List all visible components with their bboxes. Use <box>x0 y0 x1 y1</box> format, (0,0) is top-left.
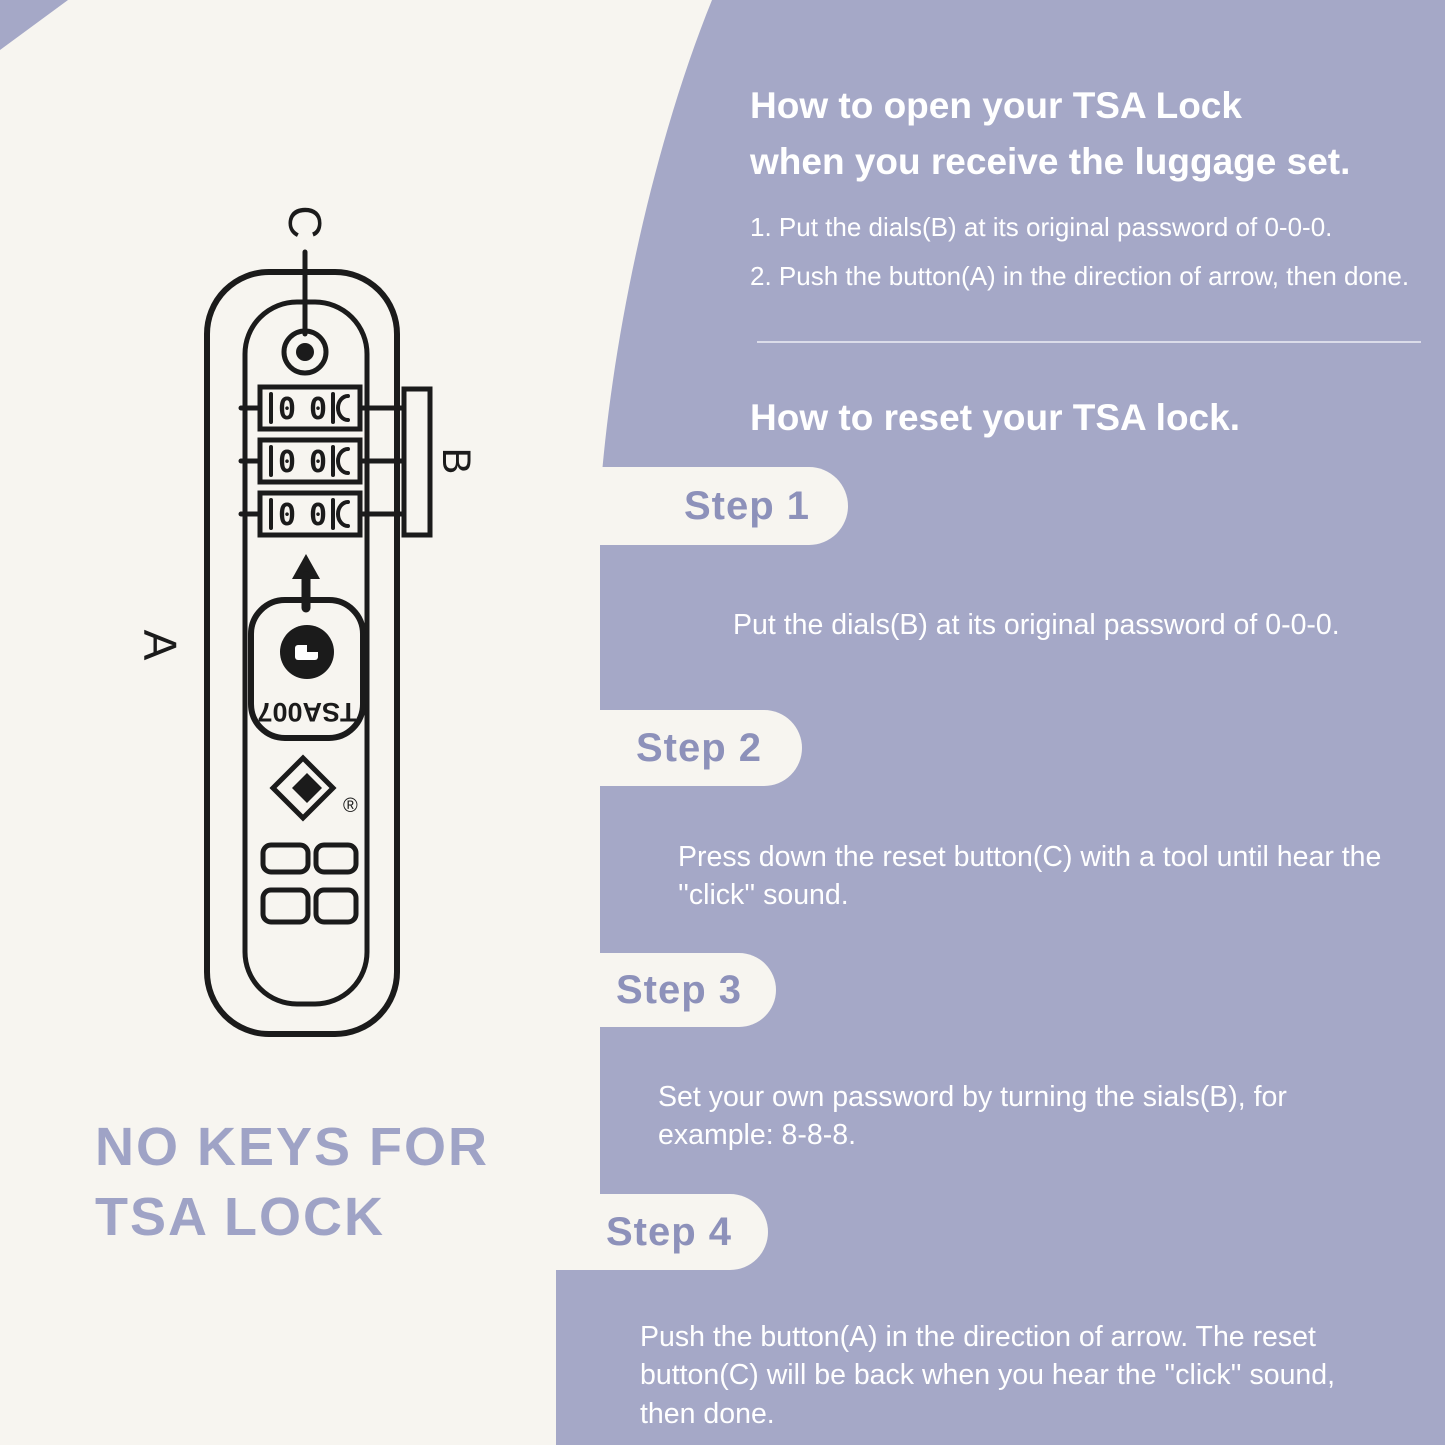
step-1-pill: Step 1 <box>516 467 848 545</box>
no-keys-line1: NO KEYS FOR <box>95 1117 490 1177</box>
step-4-text: Push the button(A) in the direction of a… <box>640 1321 1336 1430</box>
open-steps-list: 1. Put the dials(B) at its original pass… <box>750 212 1445 310</box>
tsa-logo-notch <box>307 645 318 652</box>
label-c: C <box>279 205 331 238</box>
svg-text:TSA007: TSA007 <box>257 697 356 727</box>
lock-faceplate-outline <box>242 299 370 1007</box>
svg-text:A: A <box>134 630 186 661</box>
label-b: B <box>434 448 478 475</box>
no-keys-caption: NO KEYS FOR TSA LOCK <box>95 1112 489 1252</box>
open-heading: How to open your TSA Lock when you recei… <box>750 78 1445 189</box>
open-step-item: 2. Push the button(A) in the direction o… <box>750 261 1410 292</box>
step-3-label: Step 3 <box>615 967 742 1012</box>
step-4-pill: Step 4 <box>466 1194 768 1270</box>
travel-sentry-diamond-icon: ® <box>269 754 358 822</box>
step-2-label: Step 2 <box>635 725 762 770</box>
dial-row: 0 0 <box>238 384 363 432</box>
step-3-text: Set your own password by turning the sia… <box>658 1081 1287 1152</box>
reset-button-icon <box>281 328 329 376</box>
svg-text:C: C <box>279 205 331 238</box>
step-1-label: Step 1 <box>683 483 810 528</box>
reset-heading: How to reset your TSA lock. <box>750 397 1240 438</box>
dial-row: 0 0 <box>238 490 363 538</box>
step-2-pill: Step 2 <box>496 710 802 786</box>
grip-lines <box>260 842 359 925</box>
svg-text:0: 0 <box>278 498 296 533</box>
purple-background-shape <box>556 0 1445 1445</box>
dial-bracket <box>357 386 433 538</box>
tsa-lock-diagram: C 0 0 <box>134 205 478 1037</box>
lock-body-outline <box>204 269 400 1037</box>
step-4-label: Step 4 <box>605 1209 732 1254</box>
open-heading-line2: when you receive the luggage set. <box>750 140 1351 182</box>
corner-accent-shape <box>0 0 68 50</box>
svg-text:B: B <box>434 448 478 475</box>
slide-button-outline <box>248 597 366 741</box>
reset-button-dot <box>296 343 314 361</box>
svg-text:0: 0 <box>278 392 296 427</box>
registered-mark: ® <box>343 795 358 817</box>
svg-text:0: 0 <box>309 445 327 480</box>
dial-row: 0 0 <box>238 437 363 485</box>
svg-text:0: 0 <box>309 392 327 427</box>
no-keys-line2: TSA LOCK <box>95 1187 385 1248</box>
step-1-text: Put the dials(B) at its original passwor… <box>733 609 1340 641</box>
section-divider <box>757 341 1421 343</box>
svg-text:0: 0 <box>309 498 327 533</box>
step-3-pill: Step 3 <box>476 953 776 1027</box>
open-heading-line1: How to open your TSA Lock <box>750 85 1242 126</box>
open-step-item: 1. Put the dials(B) at its original pass… <box>750 212 1333 242</box>
step-2-text: Press down the reset button(C) with a to… <box>678 841 1382 912</box>
brand-text: TSA007 <box>257 697 356 727</box>
label-a: A <box>134 630 186 661</box>
svg-text:0: 0 <box>278 445 296 480</box>
